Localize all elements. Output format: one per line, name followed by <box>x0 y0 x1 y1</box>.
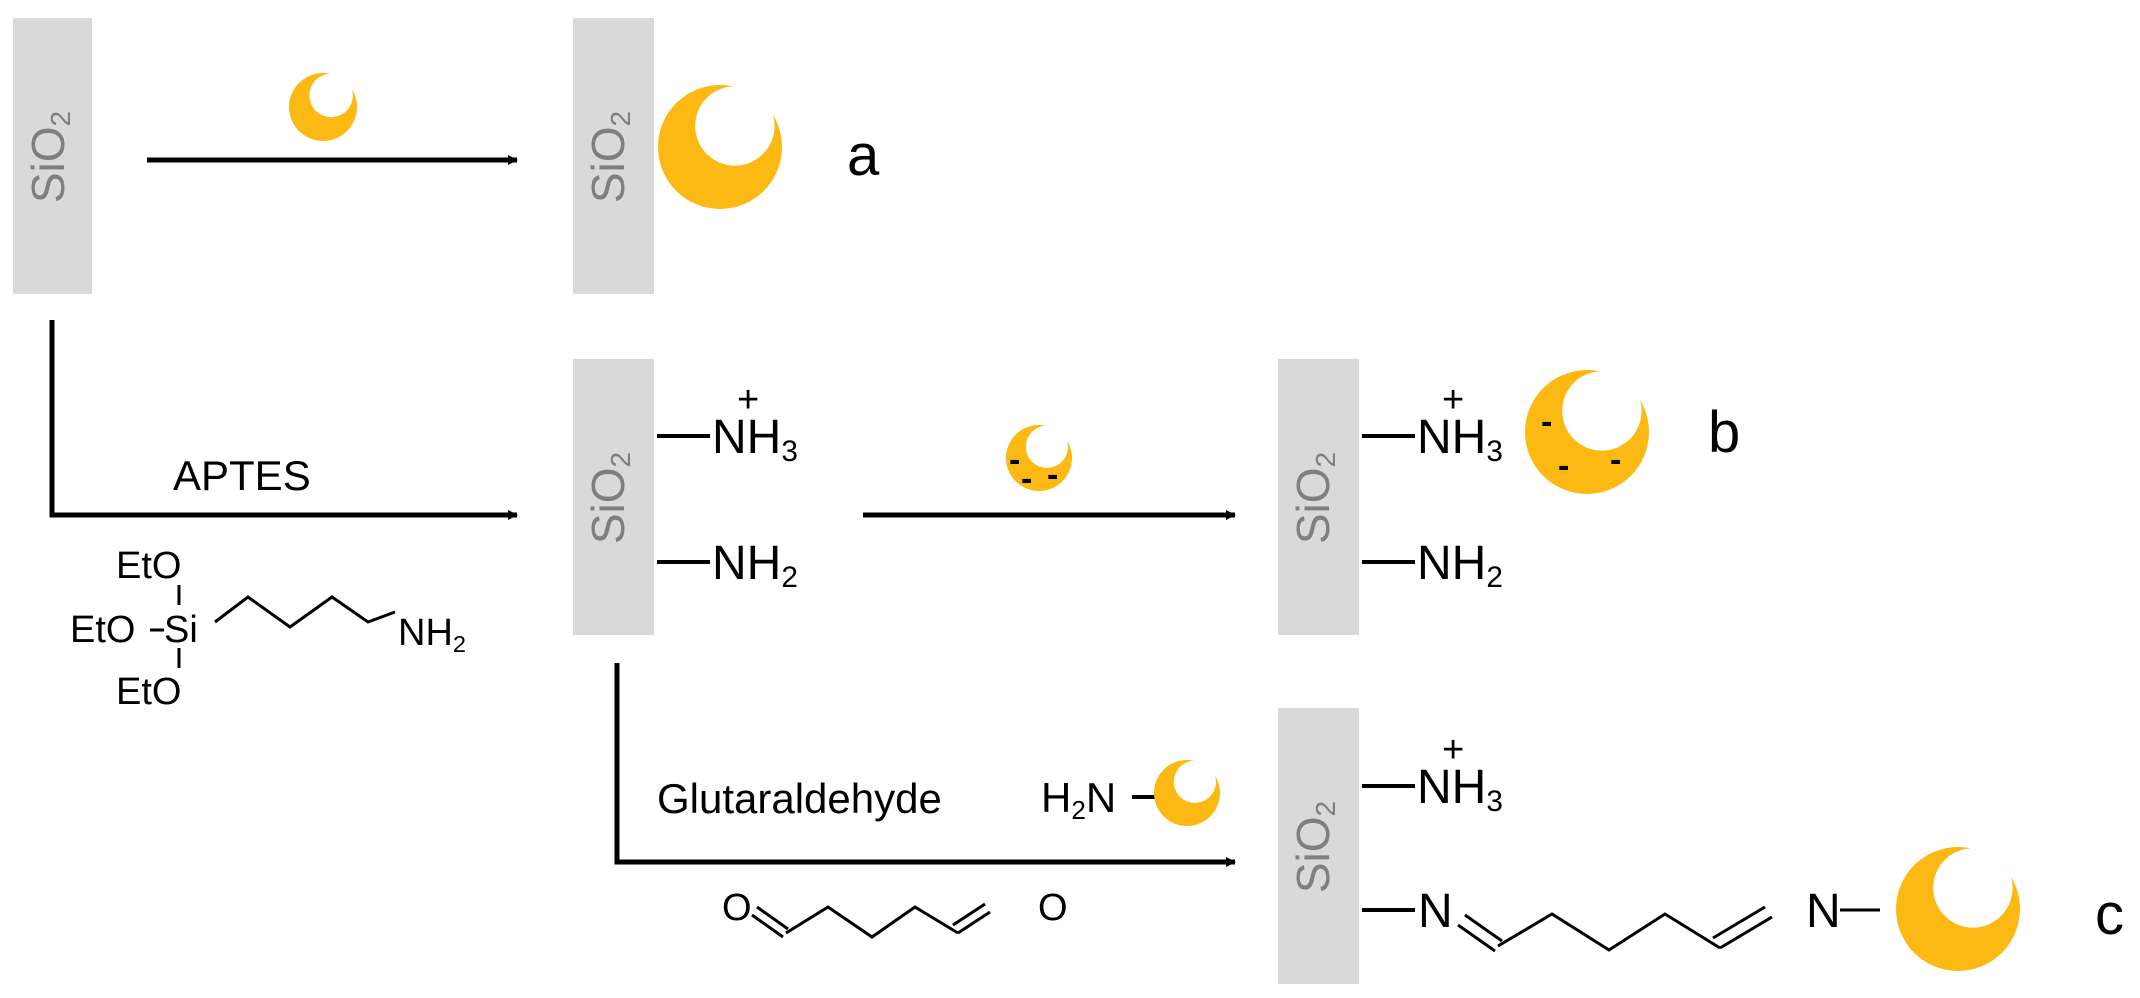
aptes-eto-bottom: EtO <box>116 671 182 713</box>
panel-label-b: b <box>1708 400 1741 465</box>
minus-charge-small-3: - <box>1047 456 1059 494</box>
substrate-bar-3 <box>573 359 654 635</box>
imine-n-right: N <box>1806 885 1841 938</box>
arrow-glutaraldehyde <box>614 663 1236 867</box>
substrate-bar-4 <box>1278 359 1359 635</box>
nh2-group-b1: NH2 <box>712 537 798 595</box>
minus-charge-small-1: - <box>1009 441 1021 479</box>
substrate-label-1: SiO2 <box>22 110 77 204</box>
nh3-group-c: NH3 <box>1417 761 1503 819</box>
panel-label-a: a <box>847 123 880 188</box>
substrate-label-2: SiO2 <box>582 110 637 204</box>
protein-bound-a <box>658 85 782 209</box>
reagent-aptes: APTES <box>173 452 311 499</box>
protein-reagent-b <box>1006 425 1072 491</box>
glutaraldehyde-o-right: O <box>1038 887 1068 929</box>
aptes-eto-top: EtO <box>116 545 182 587</box>
minus-charge-big-2: - <box>1558 447 1570 485</box>
aptes-si: Si <box>164 609 198 651</box>
minus-charge-big-1: - <box>1541 403 1553 441</box>
aptes-nh2: NH2 <box>398 612 466 657</box>
glutaraldehyde-skeleton <box>751 902 991 939</box>
protein-amine-label: H2N <box>1041 774 1117 826</box>
minus-charge-small-2: - <box>1021 460 1033 498</box>
nh3-group-b1: NH3 <box>712 411 798 469</box>
reagent-glutaraldehyde: Glutaraldehyde <box>657 775 942 822</box>
plus-charge-b1: + <box>737 379 760 421</box>
substrate-label-5: SiO2 <box>1287 800 1342 894</box>
substrate-label-3: SiO2 <box>582 451 637 545</box>
substrate-bar-2 <box>573 18 654 294</box>
imine-chain <box>1457 905 1880 953</box>
glutaraldehyde-o-left: O <box>722 887 752 929</box>
substrate-label-4: SiO2 <box>1287 451 1342 545</box>
nh2-group-b2: NH2 <box>1417 537 1503 595</box>
protein-bound-b <box>1525 370 1649 494</box>
imine-n-left: N <box>1418 885 1453 938</box>
protein-reagent-c <box>1154 760 1220 826</box>
substrate-bar-5 <box>1278 708 1359 984</box>
protein-bound-c <box>1896 847 2020 971</box>
aptes-eto-left: EtO <box>70 609 136 651</box>
plus-charge-b2: + <box>1442 379 1465 421</box>
substrate-bar-1 <box>13 18 92 294</box>
panel-label-c: c <box>2095 882 2124 947</box>
aptes-skeleton <box>150 585 396 668</box>
protein-reagent-a <box>289 73 357 141</box>
nh3-group-b2: NH3 <box>1417 411 1503 469</box>
minus-charge-big-3: - <box>1610 441 1622 479</box>
plus-charge-c: + <box>1442 729 1465 771</box>
arrow-aptes <box>49 320 518 520</box>
